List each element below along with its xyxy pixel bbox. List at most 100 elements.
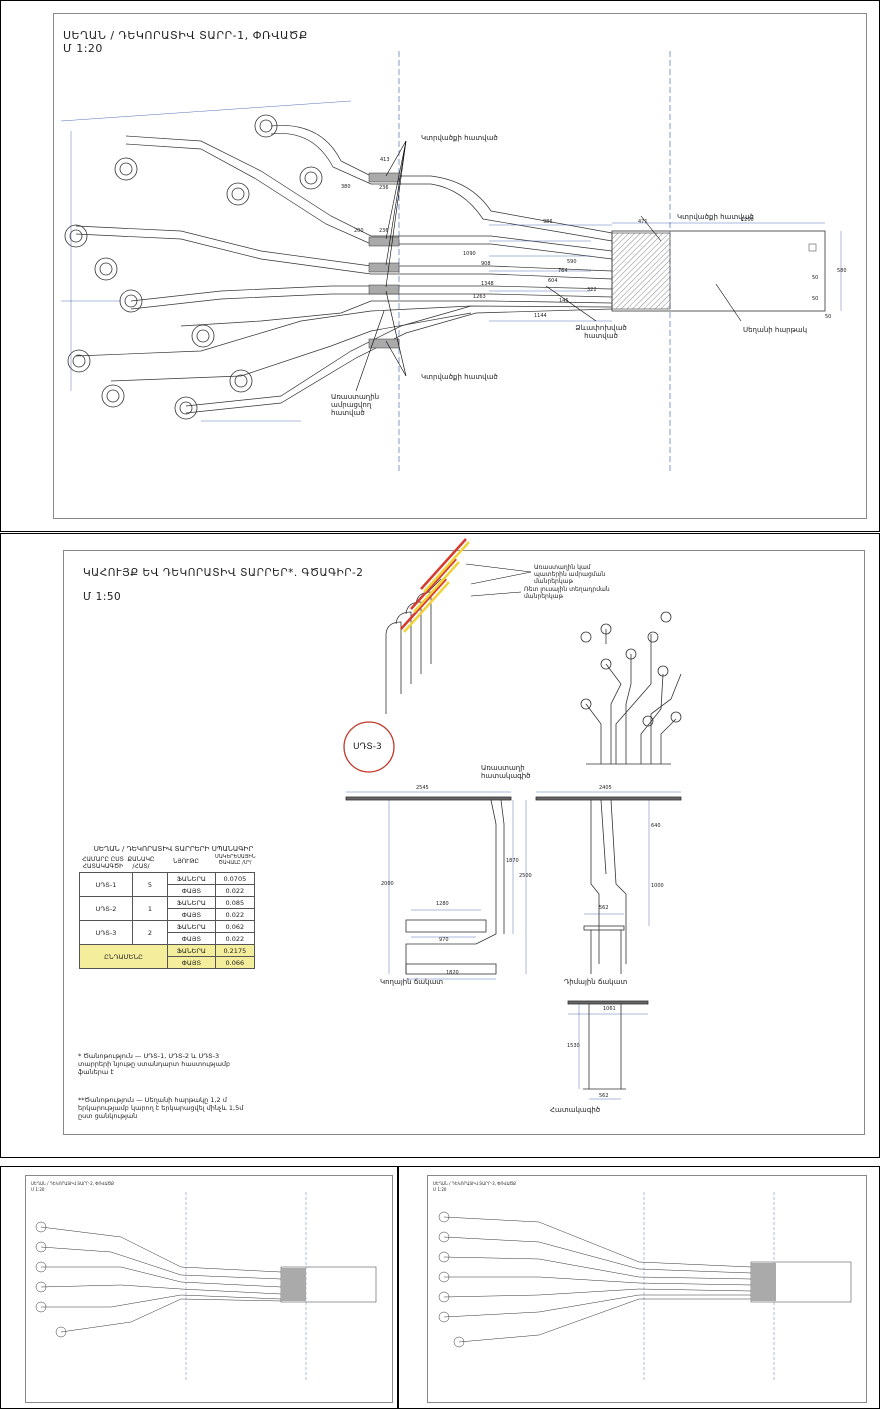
dim-1090: 1090 xyxy=(463,251,476,257)
dim-562b: 562 xyxy=(599,1093,609,1099)
dim-50a: 50 xyxy=(812,275,819,281)
spec-header-qty: ՔԱՆԱԿԸ /ՀԱՏ/ xyxy=(127,856,155,871)
dim-1348: 1348 xyxy=(481,281,494,287)
front-view-label: Կողային ճակատ xyxy=(380,978,444,986)
dim-986: 986 xyxy=(543,219,553,225)
spec-volume: 0.085 xyxy=(214,896,256,909)
spec-header-material: ՆՅՈՒԹԸ xyxy=(173,858,199,865)
sheet-1-scale: Մ 1:20 xyxy=(63,42,103,55)
thumbnail-right[interactable]: ՍԵՂԱՆ / ԴԵԿՈՐԱՏԻՎ ՏԱՐՐ-3, ՓՌՎԱԾՔ Մ 1:20 xyxy=(398,1166,880,1409)
dim-1061: 1061 xyxy=(603,1006,616,1012)
spec-total-row: ՓԱՅՏ 0.066 xyxy=(80,956,256,969)
dim-562: 562 xyxy=(599,905,609,911)
dim-2545: 2545 xyxy=(416,785,429,791)
dim-322: 322 xyxy=(587,287,597,293)
dim-1820: 1820 xyxy=(446,970,459,976)
dim-1870: 1870 xyxy=(506,858,519,864)
spec-material: ՓԱՅՏ xyxy=(167,908,216,921)
dim-1263: 1263 xyxy=(473,294,486,300)
dim-580: 580 xyxy=(837,268,847,274)
spec-row: ՍԴՏ-1 5 ՖԱՆԵՐԱ 0.0705 xyxy=(79,872,256,897)
dim-145: 145 xyxy=(559,298,569,304)
sheet-2-drawing xyxy=(343,538,682,1100)
spec-material: ՖԱՆԵՐԱ xyxy=(167,896,216,909)
label-table-top: Սեղանի հարթակ xyxy=(743,326,808,334)
sheet-2: ԿԱՀՈՒՅՔ ԵՎ ԴԵԿՈՐԱՏԻՎ ՏԱՐՐԵՐ*. ԳԾԱԳԻՐ-2 Մ… xyxy=(0,533,880,1158)
note-1: * Ծանոթություն — ՍԴՏ-1, ՍԴՏ-2 և ՍԴՏ-3 տա… xyxy=(78,1052,231,1077)
spec-row: ՍԴՏ-2 1 ՖԱՆԵՐԱ 0.085 xyxy=(79,896,256,921)
sheet-2-frame xyxy=(63,550,865,1135)
bottom-view-label: Հատակագիծ xyxy=(550,1106,601,1114)
thumbnail-right-title: ՍԵՂԱՆ / ԴԵԿՈՐԱՏԻՎ ՏԱՐՐ-3, ՓՌՎԱԾՔ xyxy=(433,1181,517,1186)
sheet-2-scale: Մ 1:50 xyxy=(83,591,122,603)
dim-1200: 1200 xyxy=(741,217,754,223)
dim-1000: 1000 xyxy=(651,883,664,889)
spec-header-volume: ՄԱԿԵՐԵՍԱՅԻՆ ԾԱՎԱԼԸ /Մ³/ xyxy=(215,854,256,866)
dim-380: 380 xyxy=(341,184,351,190)
label-cut-bottom: Կտրվածքի հատված xyxy=(421,373,498,381)
spec-header-id: ՀԱՄԱՐԸ ԸՍՏ ՀԱՏԱԿԱԳԾԻ xyxy=(82,856,124,871)
dim-471: 471 xyxy=(638,219,648,225)
spec-volume: 0.022 xyxy=(214,908,256,921)
dim-200: 200 xyxy=(354,228,364,234)
sheet-1: ՍԵՂԱՆ / ԴԵԿՈՐԱՏԻՎ ՏԱՐՐ-1, ՓՌՎԱԾՔ Մ 1:20 xyxy=(0,0,880,532)
spec-total-row: ԸՆԴԱՄԵՆԸ ՖԱՆԵՐԱ 0.2175 xyxy=(79,944,256,969)
dim-640: 640 xyxy=(651,823,661,829)
spec-material: ՓԱՅՏ xyxy=(167,884,216,897)
spec-title: ՍԵՂԱՆ / ԴԵԿՈՐԱՏԻՎ ՏԱՐՐԵՐԻ ՍՊԱՆԱԳԻՐ xyxy=(93,845,254,853)
thumbnail-right-frame xyxy=(427,1175,867,1403)
spec-id: ՍԴՏ-3 xyxy=(79,920,133,945)
spec-volume: 0.2175 xyxy=(214,944,256,957)
dim-970: 970 xyxy=(439,937,449,943)
dim-1144: 1144 xyxy=(534,313,547,319)
sheet-1-drawing xyxy=(60,51,842,471)
spec-material: ՖԱՆԵՐԱ xyxy=(167,872,216,885)
dim-236b: 236 xyxy=(379,228,389,234)
dim-413: 413 xyxy=(380,157,390,163)
spec-qty: 2 xyxy=(132,920,168,945)
dim-764: 764 xyxy=(558,268,568,274)
spec-material: ՓԱՅՏ xyxy=(167,956,216,969)
dim-1280: 1280 xyxy=(436,901,449,907)
thumbnail-left-drawing xyxy=(35,1192,377,1382)
sheet-2-title: ԿԱՀՈՒՅՔ ԵՎ ԴԵԿՈՐԱՏԻՎ ՏԱՐՐԵՐ*. ԳԾԱԳԻՐ-2 xyxy=(83,567,364,579)
thumbnail-left-scale: Մ 1:20 xyxy=(31,1187,45,1192)
spec-volume: 0.062 xyxy=(214,920,256,933)
spec-volume: 0.022 xyxy=(214,932,256,945)
spec-id: ՍԴՏ-2 xyxy=(79,896,133,921)
dim-50b: 50 xyxy=(812,296,819,302)
note-2: **Ծանոթություն — Սեղանի հարթակը 1,2 մ եր… xyxy=(78,1096,244,1121)
dim-2500: 2500 xyxy=(519,873,532,879)
callout-led-fixing: Ռետ լուսային տեղադրման մանրերկաթ xyxy=(524,586,610,600)
spec-row: ՍԴՏ-3 2 ՖԱՆԵՐԱ 0.062 xyxy=(79,920,256,945)
spec-material: ՓԱՅՏ xyxy=(167,932,216,945)
thumbnail-left-frame xyxy=(25,1175,393,1403)
label-bending-part: Առաստաղին ամրացվող հատված xyxy=(331,393,380,418)
spec-material: ՖԱՆԵՐԱ xyxy=(167,944,216,957)
dim-1530: 1530 xyxy=(567,1043,580,1049)
dim-908: 908 xyxy=(481,261,491,267)
dim-2405: 2405 xyxy=(599,785,612,791)
thumbnail-right-drawing xyxy=(438,1192,852,1382)
spec-total-label: ԸՆԴԱՄԵՆԸ xyxy=(79,944,168,969)
badge-label: ՍԴՏ-3 xyxy=(353,742,382,752)
sheet-1-frame xyxy=(53,13,867,519)
dim-50c: 50 xyxy=(825,314,832,320)
spec-volume: 0.022 xyxy=(214,884,256,897)
plan-view-label: Առաստաղի հատակագիծ xyxy=(481,764,531,781)
dim-590: 590 xyxy=(567,259,577,265)
dim-2000: 2000 xyxy=(381,881,394,887)
callout-fixing-ceiling: Առաստաղին կամ պատերին ամրացման մանրերկաթ xyxy=(534,564,606,585)
dim-604: 604 xyxy=(548,278,558,284)
side-view-label: Դիմային ճակատ xyxy=(564,978,628,986)
spec-table: ՍԴՏ-1 5 ՖԱՆԵՐԱ 0.0705 ՓԱՅՏ 0.022 ՍԴՏ-2 1… xyxy=(79,872,256,969)
spec-volume: 0.0705 xyxy=(214,872,256,885)
label-cut-top: Կտրվածքի հատված xyxy=(421,134,498,142)
spec-qty: 5 xyxy=(132,872,168,897)
dim-236: 236 xyxy=(379,185,389,191)
spec-qty: 1 xyxy=(132,896,168,921)
spec-volume: 0.066 xyxy=(214,956,256,969)
thumbnail-left[interactable]: ՍԵՂԱՆ / ԴԵԿՈՐԱՏԻՎ ՏԱՐՐ-2, ՓՌՎԱԾՔ Մ 1:20 xyxy=(0,1166,398,1409)
spec-material: ՖԱՆԵՐԱ xyxy=(167,920,216,933)
sheet-1-title: ՍԵՂԱՆ / ԴԵԿՈՐԱՏԻՎ ՏԱՐՐ-1, ՓՌՎԱԾՔ xyxy=(63,29,308,42)
